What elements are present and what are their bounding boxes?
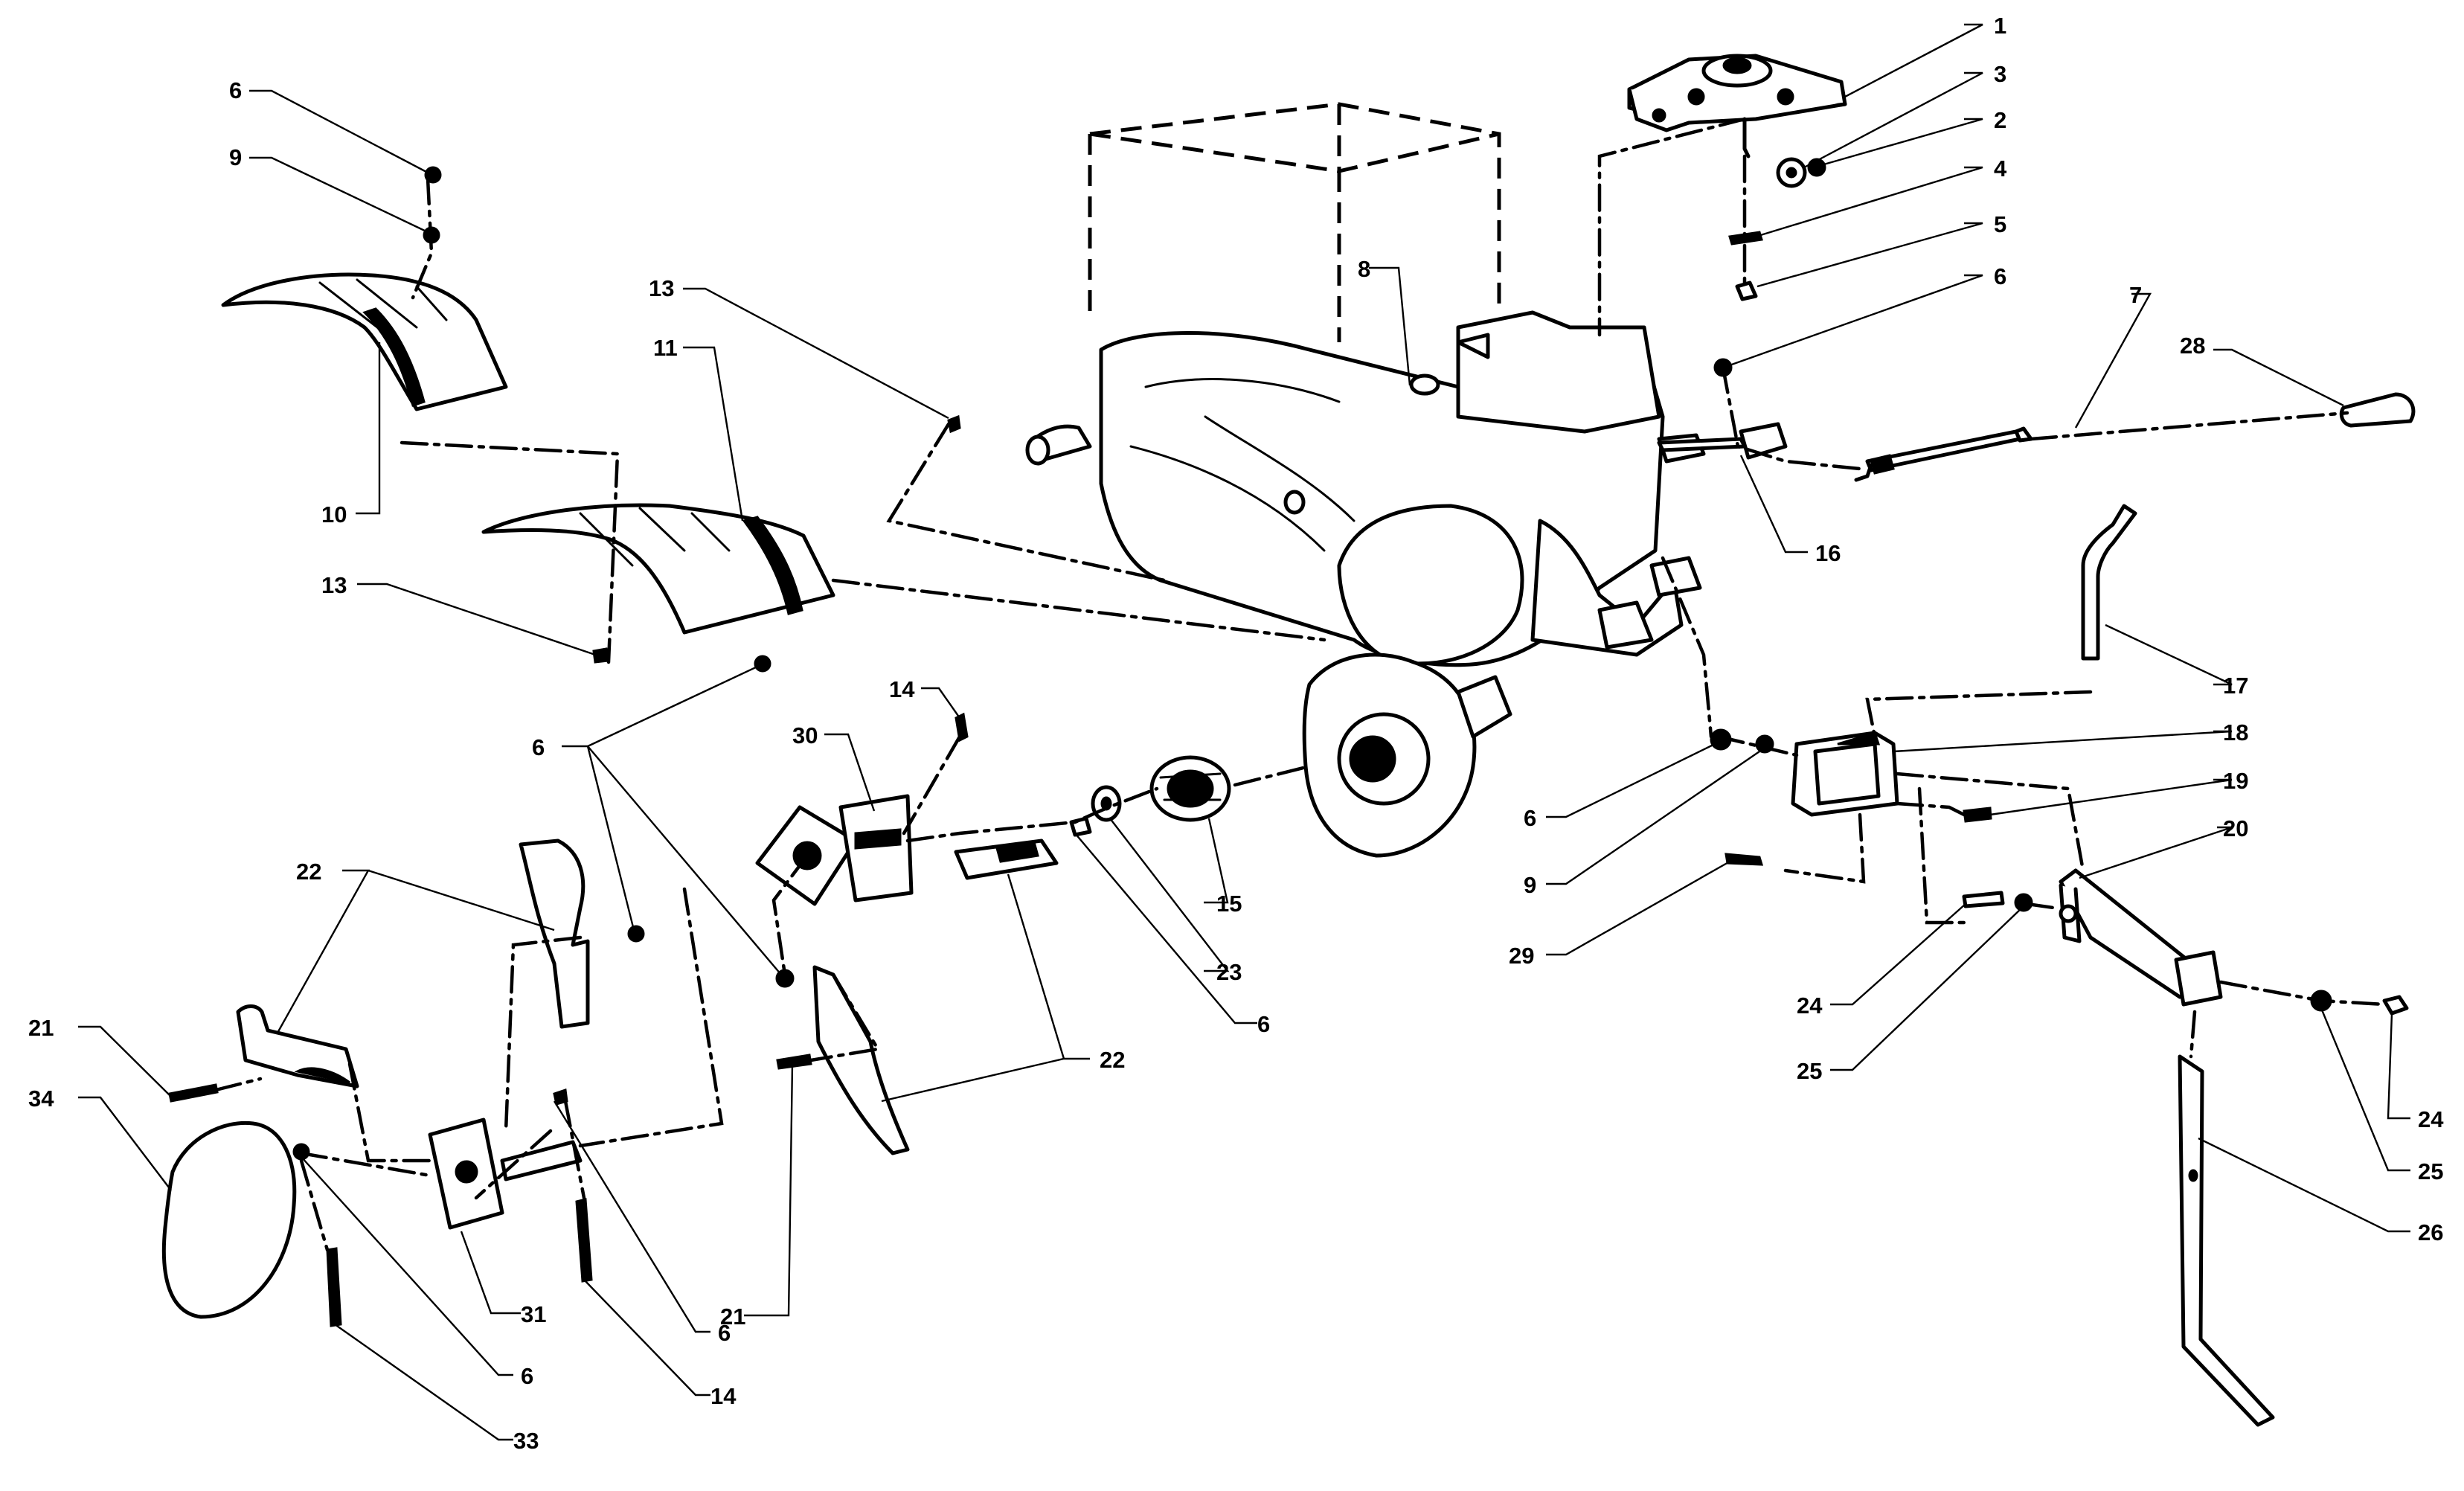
callout-15: 15 <box>1216 891 1242 917</box>
callout-22-center: 22 <box>1100 1047 1125 1073</box>
callout-6-shaft: 6 <box>1257 1011 1270 1037</box>
callout-7: 7 <box>2129 282 2142 308</box>
callout-1: 1 <box>1994 13 2006 39</box>
washer-3 <box>1776 157 1807 188</box>
callout-30: 30 <box>792 722 818 748</box>
bolt-13-lower <box>592 647 610 664</box>
clip-24-right <box>2382 995 2409 1016</box>
callout-23: 23 <box>1216 959 1242 985</box>
assembly-lines <box>214 117 2387 1252</box>
callout-34: 34 <box>28 1086 54 1112</box>
callout-25-right: 25 <box>2418 1158 2443 1184</box>
callout-6-hitch: 6 <box>1524 805 1536 831</box>
callout-24-right: 24 <box>2418 1106 2444 1132</box>
callout-6-fender: 6 <box>229 77 242 103</box>
callout-26: 26 <box>2418 1219 2443 1245</box>
callout-21-left: 21 <box>28 1015 54 1041</box>
callout-11: 11 <box>653 335 678 361</box>
shift-rod <box>1854 426 2033 482</box>
callout-28: 28 <box>2180 333 2205 359</box>
depth-stake <box>2178 1054 2275 1427</box>
callout-5: 5 <box>1994 211 2006 237</box>
callout-24-left: 24 <box>1797 993 1823 1019</box>
callout-6-tine: 6 <box>718 1320 731 1346</box>
tine-left-upper <box>519 839 645 1029</box>
callout-9-fender: 9 <box>229 144 242 170</box>
callout-17: 17 <box>2223 673 2248 699</box>
bearing-15 <box>1149 755 1231 822</box>
callout-18: 18 <box>2223 719 2248 746</box>
bolt-19 <box>1963 807 1992 823</box>
bail-rod <box>2081 504 2137 661</box>
callout-19: 19 <box>2223 768 2248 794</box>
bolt-21-left <box>168 1083 219 1103</box>
callout-13-lower: 13 <box>321 572 347 598</box>
handle-bracket <box>1627 54 1847 158</box>
callout-25-left: 25 <box>1797 1058 1822 1084</box>
callout-6-upper: 6 <box>1994 263 2006 289</box>
leader-lines <box>78 23 2410 1441</box>
tine-flange <box>755 794 914 906</box>
tine-left-lower <box>236 1004 359 1088</box>
callout-16: 16 <box>1815 540 1841 566</box>
tine-shaft-hub <box>954 839 1059 880</box>
callout-8: 8 <box>1358 256 1370 282</box>
callout-9-hitch: 9 <box>1524 872 1536 898</box>
callout-20: 20 <box>2223 815 2248 841</box>
tine-hub-left <box>428 1118 583 1230</box>
callout-33: 33 <box>513 1428 539 1454</box>
callout-4: 4 <box>1994 155 2007 182</box>
callout-22-left: 22 <box>296 859 321 885</box>
fender-right <box>481 503 835 635</box>
spring-5 <box>1735 280 1758 301</box>
bolt-14-upper <box>955 712 969 743</box>
nut-25-left <box>2014 893 2033 912</box>
callout-6-disk: 6 <box>521 1363 533 1389</box>
callout-3: 3 <box>1994 61 2006 87</box>
fender-left <box>221 272 508 411</box>
bolt-24-left <box>1962 891 2005 908</box>
callout-21-center: 21 <box>720 1304 745 1330</box>
transmission-housing <box>1025 310 1706 858</box>
tine-set-center <box>775 965 910 1155</box>
callout-29: 29 <box>1509 943 1534 969</box>
callout-13-upper: 13 <box>649 275 674 301</box>
callout-6-mid: 6 <box>532 734 545 760</box>
callout-10: 10 <box>321 501 347 528</box>
callout-14-lower: 14 <box>710 1383 737 1409</box>
tine-disk-34 <box>161 1120 297 1319</box>
shift-knob <box>2339 392 2416 428</box>
callout-14-upper: 14 <box>889 676 915 702</box>
depth-stake-bracket <box>2059 868 2223 1007</box>
engine-outline <box>1088 102 1501 342</box>
callout-2: 2 <box>1994 107 2006 133</box>
callout-31: 31 <box>521 1301 546 1327</box>
nut-6-mid <box>754 655 771 673</box>
pin-29 <box>1725 853 1764 866</box>
hitch-bracket <box>1791 731 1899 817</box>
bolt-13-upper <box>947 414 961 434</box>
bolt-14-left <box>575 1198 593 1283</box>
bolt-21-center <box>776 1054 812 1070</box>
callout-labels: 1 3 2 4 5 6 7 28 8 6 9 13 11 10 13 16 17… <box>28 13 2444 1454</box>
bolt-33 <box>326 1247 342 1327</box>
